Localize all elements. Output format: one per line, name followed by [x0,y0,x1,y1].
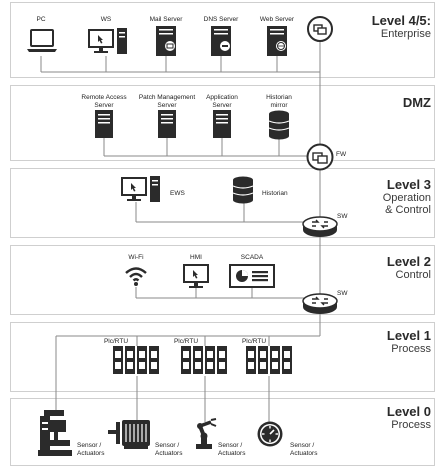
ws-label: WS [100,16,112,23]
level-subtitle: Operation & Control [382,192,431,216]
dns-server-label: DNS Server [203,16,239,23]
level-title: Level 0 [386,404,431,419]
historian-mirror-label: Historian mirror [266,94,292,109]
plc-rtu-2 [181,346,229,376]
gauge-sensor [256,420,284,448]
wifi-access-point [124,264,148,288]
mail-server-icon [156,26,176,56]
monitor-icon [183,264,209,288]
patch-management-label: Patch Management Server [138,94,196,109]
level-3-switch [301,215,339,239]
level-3-band [10,168,435,238]
ws-device [88,28,128,56]
database-icon [268,110,290,140]
historian-label: Historian [262,190,288,197]
sw-label: SW [337,290,348,297]
patch-management-server [158,110,178,140]
plc-rtu-1 [113,346,161,376]
laptop-icon [27,29,57,52]
web-server-label: Web Server [259,16,295,23]
robotic-arm [194,418,220,450]
enterprise-router [307,16,333,42]
sensor-actuators-label: Sensor / Actuators [77,442,105,457]
plc-rtu-label: Plc/RTU [241,338,267,345]
gauge-icon [257,421,283,447]
wifi-label: Wi-Fi [128,254,144,261]
switch-icon [302,293,338,314]
level-title: Level 2 [386,254,431,269]
dns-server [211,26,233,56]
robot-arm-icon [196,418,217,449]
level-1-title: Level 1 Process [386,328,431,356]
sensor-actuators-label: Sensor / Actuators [218,442,246,457]
server-icon [158,110,176,138]
database-icon [232,176,254,204]
web-server-icon [267,26,287,56]
remote-access-label: Remote Access Server [81,94,127,109]
workstation-icon [121,176,160,202]
level-title: DMZ [402,95,431,110]
level-0-band [10,398,435,466]
wifi-icon [125,267,147,286]
motor-icon [108,420,150,449]
plc-icon [113,346,159,374]
workstation-icon [88,28,127,54]
server-icon [213,110,231,138]
machine-tool-icon [38,410,72,456]
level-3-title: Level 3 Operation & Control [382,177,431,217]
sensor-actuators-label: Sensor / Actuators [155,442,183,457]
plc-icon [181,346,227,374]
level-2-band [10,245,435,315]
firewall-icon [306,143,334,171]
router-icon [307,16,333,42]
level-title: Level 1 [386,328,431,343]
hmi-device [183,264,209,290]
level-2-switch [301,292,339,316]
scada-device [229,264,275,288]
fw-label: FW [336,151,347,158]
application-server-label: Application Server [206,94,238,109]
mail-server-label: Mail Server [149,16,183,23]
scada-screen-icon [229,264,275,288]
sw-label: SW [337,213,348,220]
ews-label: EWS [170,190,185,197]
web-server [267,26,289,56]
level-2-title: Level 2 Control [386,254,431,282]
level-title: Level 4/5: [371,13,431,28]
plc-icon [246,346,292,374]
level-title: Level 3 [386,177,431,192]
historian [232,176,256,206]
firewall [306,143,334,171]
dns-server-icon [211,26,231,56]
level-subtitle: Process [391,419,431,431]
plc-rtu-label: Plc/RTU [173,338,199,345]
application-server [213,110,233,140]
industrial-machine [38,410,74,458]
scada-label: SCADA [240,254,264,261]
level-0-title: Level 0 Process [386,404,431,432]
dmz-title: DMZ [403,96,431,110]
remote-access-server [95,110,115,140]
plc-rtu-3 [246,346,294,376]
server-icon [95,110,113,138]
historian-mirror [268,110,292,140]
level-subtitle: Process [391,343,431,355]
level-subtitle: Enterprise [380,28,431,40]
switch-icon [302,216,338,237]
level-4-5-title: Level 4/5: Enterprise [371,13,431,41]
mail-server [156,26,178,56]
pc-label: PC [36,16,46,23]
hmi-label: HMI [190,254,202,261]
pc-device [26,28,58,54]
electric-motor [108,418,152,450]
sensor-actuators-label: Sensor / Actuators [290,442,318,457]
plc-rtu-label: Plc/RTU [103,338,129,345]
ews-device [121,176,165,204]
level-subtitle: Control [395,269,431,281]
